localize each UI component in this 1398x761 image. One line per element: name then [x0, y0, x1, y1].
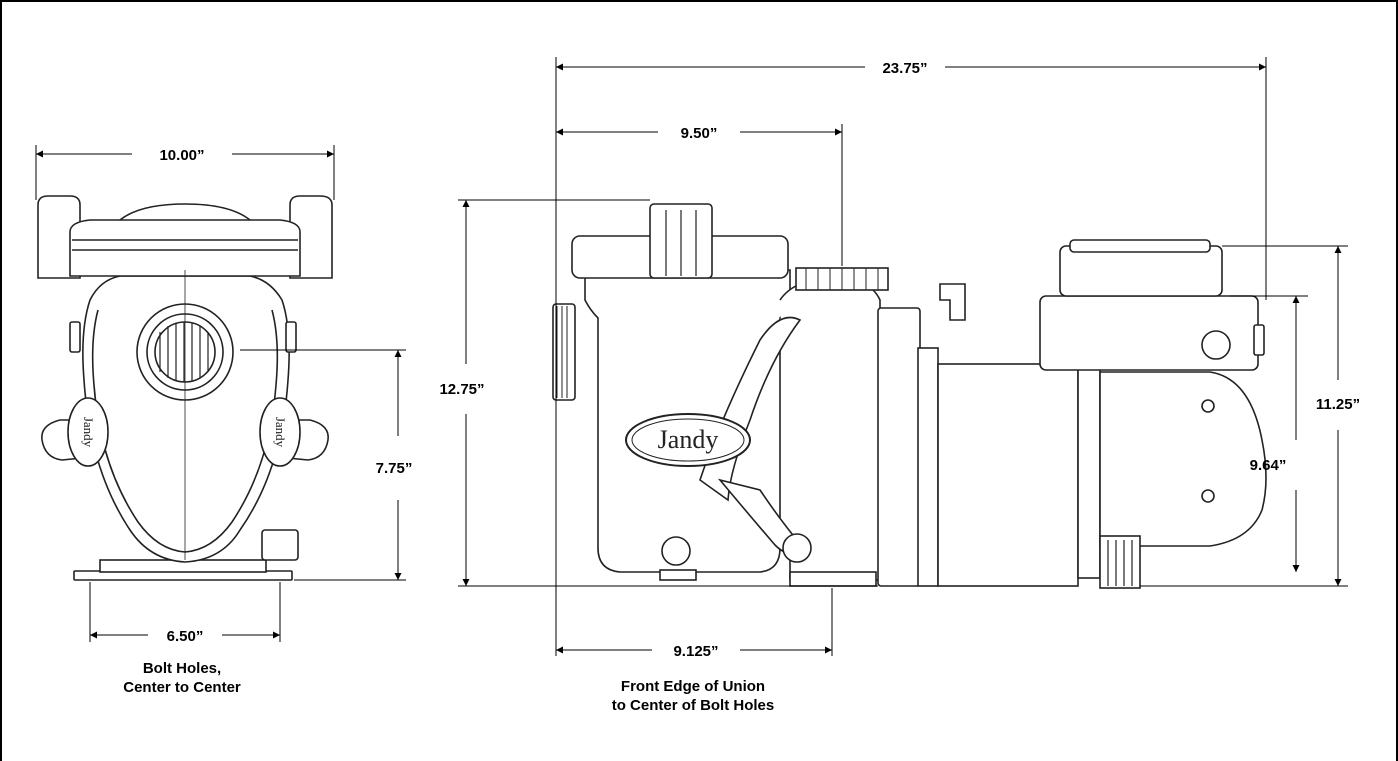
side-caption-line1: Front Edge of Union	[621, 678, 765, 695]
motor-height-dimension	[1140, 245, 1348, 587]
side-caption-line2: to Center of Bolt Holes	[612, 697, 775, 714]
bolt-spacing-dimension	[89, 582, 281, 642]
side-view-pump	[552, 203, 1267, 589]
bolt-spacing-label: 6.50”	[167, 628, 204, 645]
motor-height-label: 11.25”	[1316, 396, 1360, 413]
front-caption-line2: Center to Center	[123, 679, 241, 696]
motor-body-height-dimension	[1230, 295, 1308, 572]
svg-text:Jandy: Jandy	[658, 425, 719, 454]
front-width-label: 10.00”	[159, 147, 204, 164]
jandy-logo: Jandy	[625, 413, 751, 467]
overall-height-label: 12.75”	[439, 381, 484, 398]
front-left-logo: Jandy	[81, 417, 96, 448]
motor-body-height-label: 9.64”	[1250, 457, 1287, 474]
front-width-dimension	[35, 145, 335, 200]
front-inlet-height-dimension	[240, 349, 406, 581]
union-to-bolts-dimension	[556, 588, 833, 656]
union-to-bolts-label: 9.125”	[673, 643, 718, 660]
overall-length-dimension	[555, 57, 1267, 656]
front-view-pump	[37, 195, 333, 581]
front-inlet-height-label: 7.75”	[376, 460, 413, 477]
overall-height-dimension	[458, 199, 878, 587]
union-to-inlet-label: 9.50”	[681, 125, 718, 142]
front-caption-line1: Bolt Holes,	[143, 660, 221, 677]
overall-length-label: 23.75”	[882, 60, 927, 77]
front-right-logo: Jandy	[273, 417, 288, 448]
union-to-inlet-dimension	[556, 124, 843, 266]
